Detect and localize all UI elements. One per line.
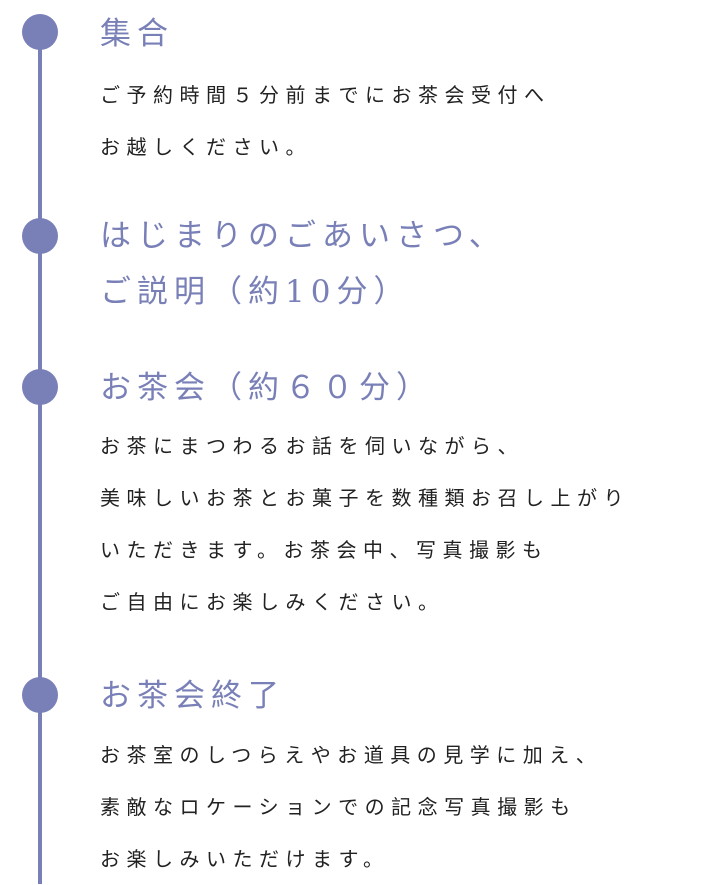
timeline-dot [22, 218, 58, 254]
step-description: ご予約時間５分前までにお茶会受付へ お越しください。 [100, 69, 551, 173]
step-title-line: ご説明（約10分） [100, 274, 411, 310]
description-line: いただきます。お茶会中、写真撮影も [100, 538, 549, 562]
description-line: お越しください。 [100, 135, 312, 159]
step-title: お茶会（約６０分） [100, 360, 433, 416]
timeline-dot [22, 14, 58, 50]
timeline-line [38, 32, 42, 884]
timeline-dot [22, 369, 58, 405]
step-title: はじまりのごあいさつ、 ご説明（約10分） [100, 208, 506, 320]
step-title-line: 集合 [100, 16, 174, 52]
step-description: お茶にまつわるお話を伺いながら、 美味しいお茶とお菓子を数種類お召し上がり いた… [100, 420, 630, 628]
step-title-line: お茶会終了 [100, 678, 285, 714]
description-line: お茶にまつわるお話を伺いながら、 [100, 434, 524, 458]
step-title-line: はじまりのごあいさつ、 [100, 218, 506, 254]
step-title: お茶会終了 [100, 668, 285, 724]
description-line: 美味しいお茶とお菓子を数種類お召し上がり [100, 486, 630, 510]
step-title: 集合 [100, 6, 174, 62]
description-line: 素敵なロケーションでの記念写真撮影も [100, 795, 577, 819]
step-title-line: お茶会（約６０分） [100, 370, 433, 406]
description-line: お茶室のしつらえやお道具の見学に加え、 [100, 743, 603, 767]
timeline-dot [22, 677, 58, 713]
description-line: お楽しみいただけます。 [100, 847, 390, 871]
description-line: ご予約時間５分前までにお茶会受付へ [100, 83, 551, 107]
description-line: ご自由にお楽しみください。 [100, 590, 445, 614]
step-description: お茶室のしつらえやお道具の見学に加え、 素敵なロケーションでの記念写真撮影も お… [100, 729, 602, 885]
